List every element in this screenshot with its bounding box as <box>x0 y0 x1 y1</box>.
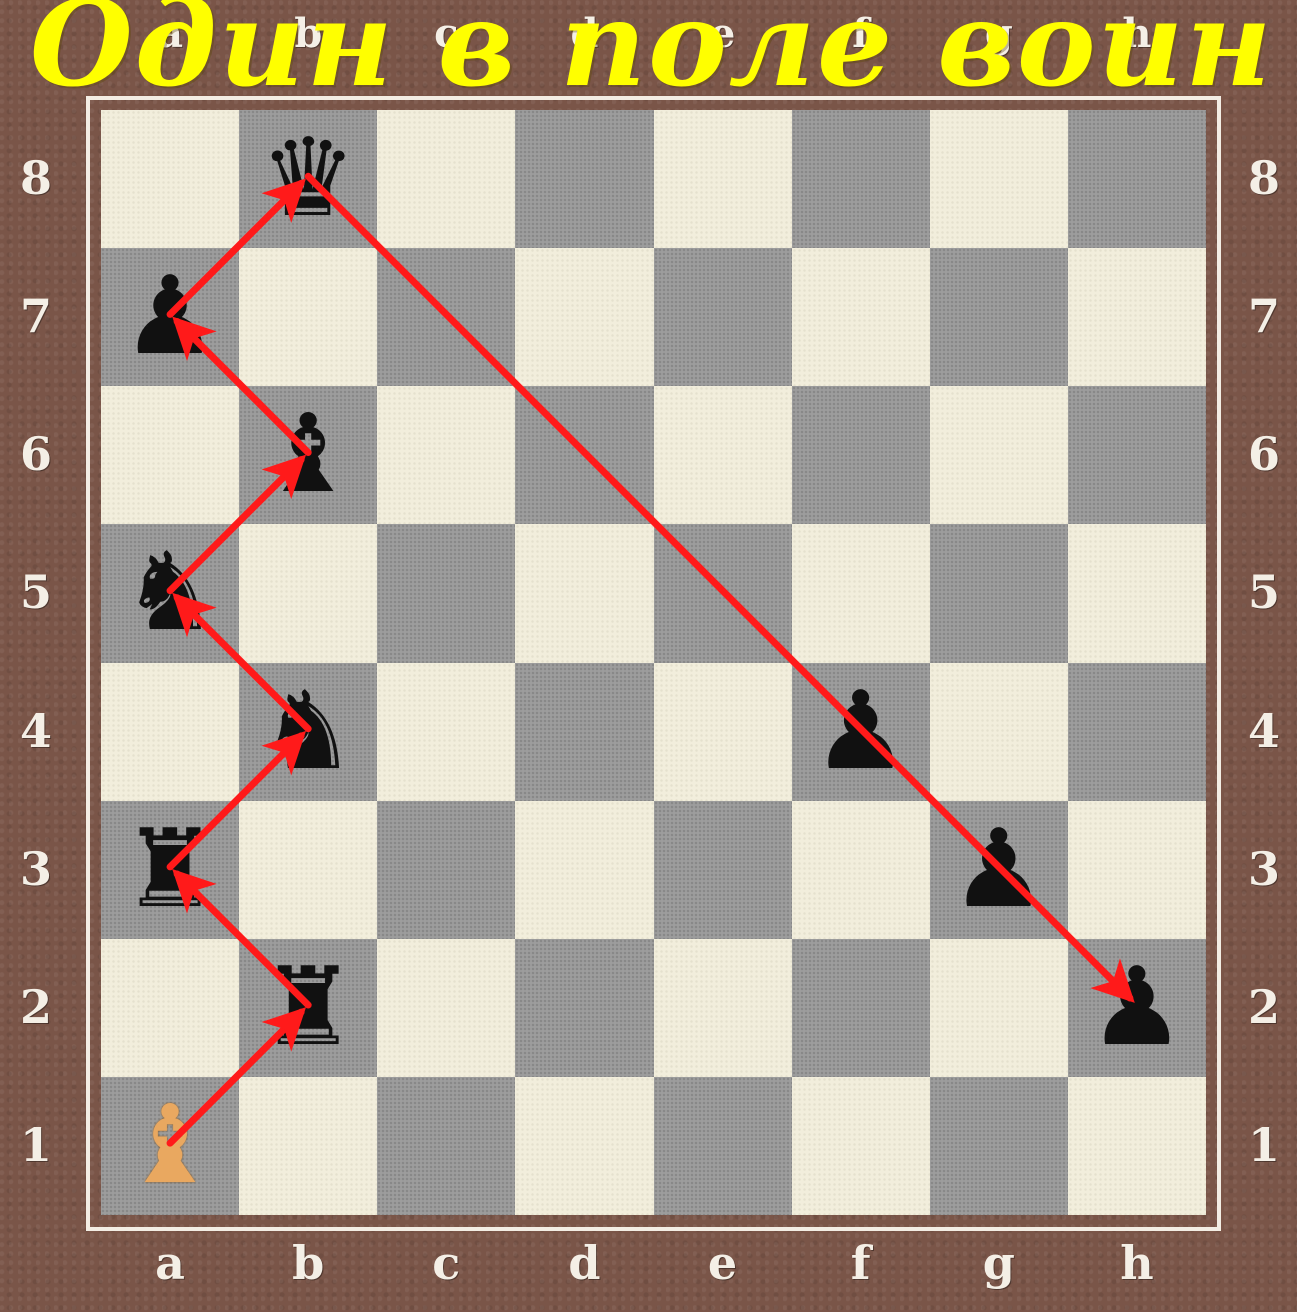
black-pawn-icon[interactable]: ♟ <box>1068 939 1206 1077</box>
square-b5[interactable] <box>239 524 377 662</box>
square-e1[interactable] <box>654 1077 792 1215</box>
rank-label-right-8: 8 <box>1234 155 1294 201</box>
square-g6[interactable] <box>930 386 1068 524</box>
square-e5[interactable] <box>654 524 792 662</box>
rank-label-left-4: 4 <box>6 708 66 754</box>
square-g2[interactable] <box>930 939 1068 1077</box>
rank-label-right-7: 7 <box>1234 293 1294 339</box>
black-pawn-icon[interactable]: ♟ <box>930 801 1068 939</box>
square-g4[interactable] <box>930 663 1068 801</box>
file-label-h: h <box>1107 1240 1167 1286</box>
square-f7[interactable] <box>792 248 930 386</box>
page-title: Один в поле воин <box>30 0 1273 113</box>
square-d2[interactable] <box>515 939 653 1077</box>
rank-label-right-1: 1 <box>1234 1122 1294 1168</box>
rank-label-right-6: 6 <box>1234 431 1294 477</box>
rank-label-left-6: 6 <box>6 431 66 477</box>
square-d3[interactable] <box>515 801 653 939</box>
file-label-g: g <box>969 1240 1029 1286</box>
square-e7[interactable] <box>654 248 792 386</box>
square-c2[interactable] <box>377 939 515 1077</box>
square-g8[interactable] <box>930 110 1068 248</box>
square-d6[interactable] <box>515 386 653 524</box>
rank-label-right-5: 5 <box>1234 569 1294 615</box>
file-label-e: e <box>693 1240 753 1286</box>
square-c8[interactable] <box>377 110 515 248</box>
square-a8[interactable] <box>101 110 239 248</box>
square-g7[interactable] <box>930 248 1068 386</box>
rank-label-left-3: 3 <box>6 846 66 892</box>
square-h3[interactable] <box>1068 801 1206 939</box>
file-label-c: c <box>416 1240 476 1286</box>
square-e3[interactable] <box>654 801 792 939</box>
file-label-b: b <box>278 1240 338 1286</box>
square-b3[interactable] <box>239 801 377 939</box>
black-knight-icon[interactable]: ♞ <box>239 663 377 801</box>
black-rook-icon[interactable]: ♜ <box>239 939 377 1077</box>
square-b7[interactable] <box>239 248 377 386</box>
square-d4[interactable] <box>515 663 653 801</box>
black-pawn-icon[interactable]: ♟ <box>792 663 930 801</box>
black-knight-icon[interactable]: ♞ <box>101 524 239 662</box>
black-rook-icon[interactable]: ♜ <box>101 801 239 939</box>
black-pawn-icon[interactable]: ♟ <box>101 248 239 386</box>
square-h4[interactable] <box>1068 663 1206 801</box>
file-label-a: a <box>140 1240 200 1286</box>
black-queen-icon[interactable]: ♛ <box>239 110 377 248</box>
square-g1[interactable] <box>930 1077 1068 1215</box>
square-e8[interactable] <box>654 110 792 248</box>
square-c6[interactable] <box>377 386 515 524</box>
file-label-d: d <box>554 1240 614 1286</box>
square-c1[interactable] <box>377 1077 515 1215</box>
square-a6[interactable] <box>101 386 239 524</box>
square-h1[interactable] <box>1068 1077 1206 1215</box>
square-f5[interactable] <box>792 524 930 662</box>
square-h7[interactable] <box>1068 248 1206 386</box>
square-f3[interactable] <box>792 801 930 939</box>
square-h5[interactable] <box>1068 524 1206 662</box>
square-f8[interactable] <box>792 110 930 248</box>
rank-label-right-2: 2 <box>1234 984 1294 1030</box>
rank-label-left-5: 5 <box>6 569 66 615</box>
rank-label-right-4: 4 <box>1234 708 1294 754</box>
square-f2[interactable] <box>792 939 930 1077</box>
square-c5[interactable] <box>377 524 515 662</box>
chessboard[interactable]: ♛♟♝♞♞♟♜♟♜♟♝ <box>101 110 1206 1215</box>
square-d5[interactable] <box>515 524 653 662</box>
square-b1[interactable] <box>239 1077 377 1215</box>
file-label-f: f <box>831 1240 891 1286</box>
rank-label-right-3: 3 <box>1234 846 1294 892</box>
square-e2[interactable] <box>654 939 792 1077</box>
square-h6[interactable] <box>1068 386 1206 524</box>
rank-label-left-7: 7 <box>6 293 66 339</box>
square-e4[interactable] <box>654 663 792 801</box>
square-d7[interactable] <box>515 248 653 386</box>
square-f6[interactable] <box>792 386 930 524</box>
black-bishop-icon[interactable]: ♝ <box>239 386 377 524</box>
square-c3[interactable] <box>377 801 515 939</box>
white-bishop-icon[interactable]: ♝ <box>101 1077 239 1215</box>
square-g5[interactable] <box>930 524 1068 662</box>
rank-label-left-2: 2 <box>6 984 66 1030</box>
square-a2[interactable] <box>101 939 239 1077</box>
square-c4[interactable] <box>377 663 515 801</box>
rank-label-left-8: 8 <box>6 155 66 201</box>
square-c7[interactable] <box>377 248 515 386</box>
square-h8[interactable] <box>1068 110 1206 248</box>
square-f1[interactable] <box>792 1077 930 1215</box>
square-e6[interactable] <box>654 386 792 524</box>
square-d8[interactable] <box>515 110 653 248</box>
rank-label-left-1: 1 <box>6 1122 66 1168</box>
square-d1[interactable] <box>515 1077 653 1215</box>
square-a4[interactable] <box>101 663 239 801</box>
